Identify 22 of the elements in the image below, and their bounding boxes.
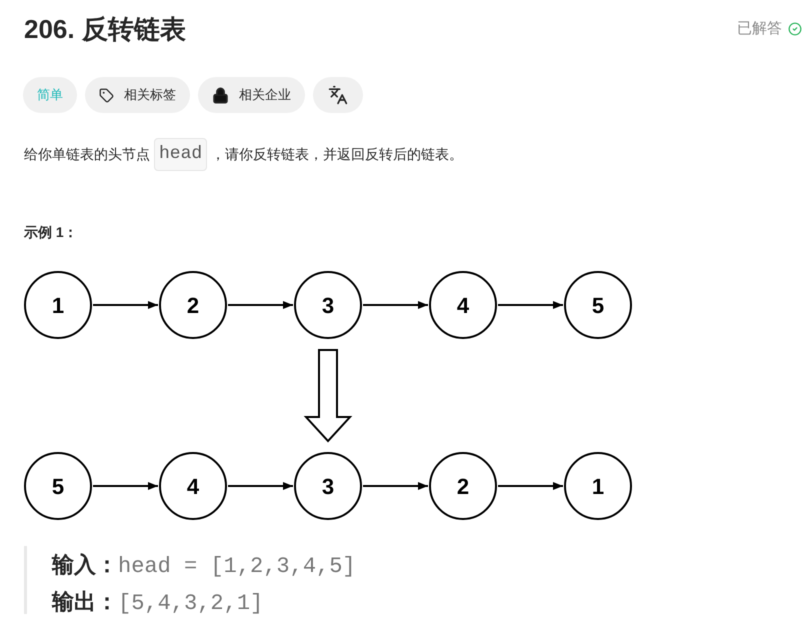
description-text: 给你单链表的头节点 (24, 145, 150, 164)
arrow (498, 301, 563, 309)
output-value: [5,4,3,2,1] (118, 590, 264, 618)
arrow (228, 482, 293, 490)
arrow (93, 482, 158, 490)
input-value: head = [1,2,3,4,5] (118, 553, 356, 581)
tags-button: 相关标签 (85, 77, 190, 113)
input-label: 输入： (52, 551, 118, 579)
companies-button: 相关企业 (198, 77, 305, 113)
description-text: ，请你反转链表，并返回反转后的链表。 (211, 145, 464, 164)
example-heading: 示例 1： (24, 223, 78, 242)
output-label: 输出： (52, 588, 118, 616)
status-text: 已解答 (737, 19, 782, 39)
page-title: 206. 反转链表 (24, 13, 186, 46)
arrow (498, 482, 563, 490)
arrow (363, 482, 428, 490)
difficulty-tag: 简单 (23, 77, 77, 113)
hollow-arrow (304, 349, 352, 442)
arrow (228, 301, 293, 309)
arrow (363, 301, 428, 309)
code-chip: head (154, 138, 208, 171)
arrow (93, 301, 158, 309)
